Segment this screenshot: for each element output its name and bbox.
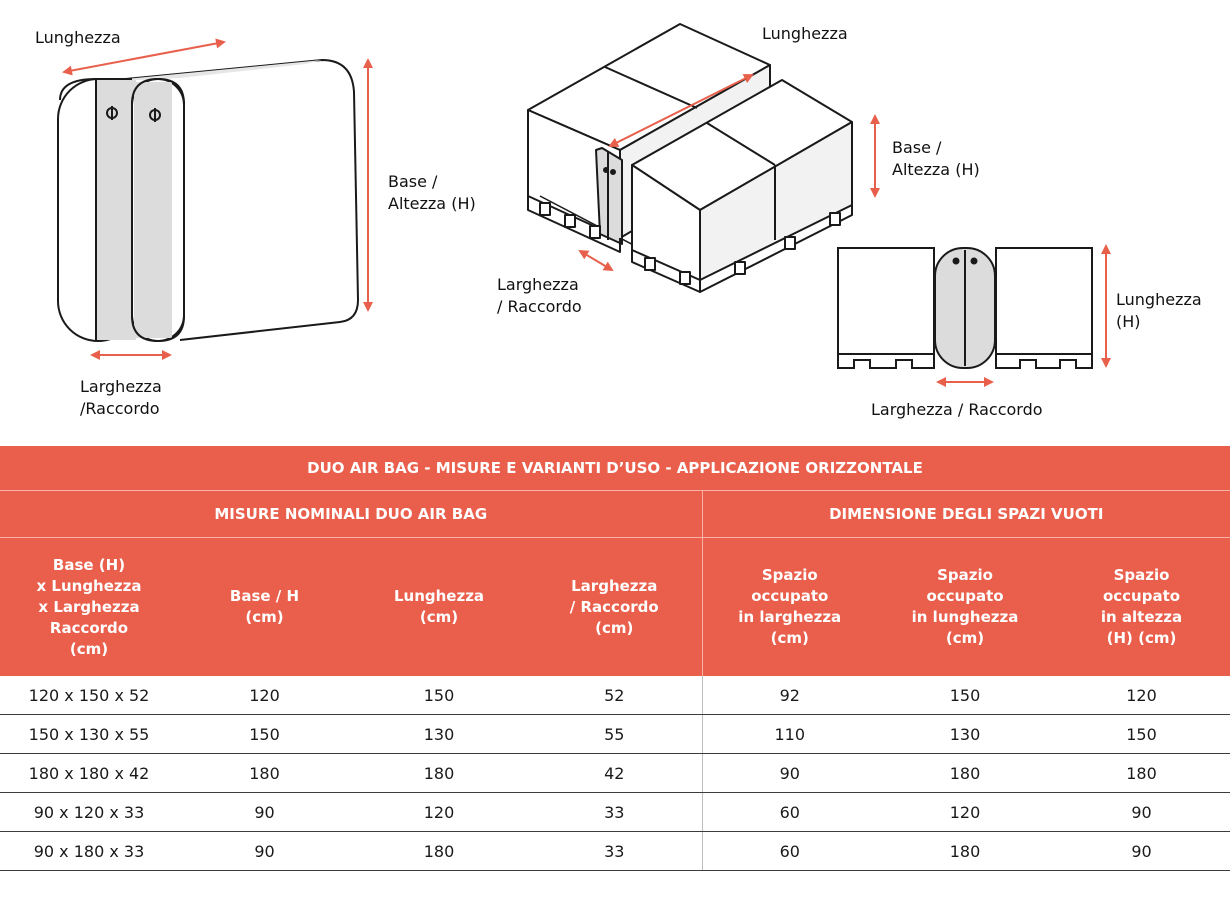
table-cell: 120 <box>1053 676 1230 715</box>
column-header: Lunghezza (cm) <box>351 537 527 676</box>
table-cell: 120 <box>178 676 351 715</box>
table-cell: 120 <box>877 792 1053 832</box>
diagrams-area: Lunghezza Base / Altezza (H) Larghezza /… <box>0 0 1230 440</box>
table-cell: 90 x 120 x 33 <box>0 792 178 832</box>
table-cell: 180 <box>877 831 1053 871</box>
table-cell: 150 <box>877 676 1053 715</box>
column-header: Larghezza / Raccordo (cm) <box>527 537 702 676</box>
table-cell: 90 <box>178 831 351 871</box>
column-header: Spazio occupato in lunghezza (cm) <box>877 537 1053 676</box>
right-label-lunghezza: Lunghezza (H) <box>1116 290 1202 331</box>
left-label-lunghezza: Lunghezza <box>35 28 121 47</box>
group-header-spazi-vuoti: DIMENSIONE DEGLI SPAZI VUOTI <box>701 490 1230 538</box>
middle-label-lunghezza: Lunghezza <box>762 24 848 43</box>
table-row: 150 x 130 x 55 150 130 55 110 130 150 <box>0 714 1230 754</box>
table-cell: 90 <box>1053 831 1230 871</box>
table-row: 90 x 180 x 33 90 180 33 60 180 90 <box>0 831 1230 871</box>
table-cell: 90 <box>178 792 351 832</box>
table-cell: 130 <box>877 714 1053 754</box>
table-cell: 90 <box>1053 792 1230 832</box>
measurements-table: DUO AIR BAG - MISURE E VARIANTI D’USO - … <box>0 446 1230 871</box>
table-cell: 120 x 150 x 52 <box>0 676 178 715</box>
table-cell: 120 <box>351 792 527 832</box>
table-cell: 130 <box>351 714 527 754</box>
group-header-misure-nominali: MISURE NOMINALI DUO AIR BAG <box>0 490 702 538</box>
table-cell: 180 <box>877 753 1053 793</box>
table-row: 90 x 120 x 33 90 120 33 60 120 90 <box>0 792 1230 832</box>
column-header: Base / H (cm) <box>178 537 351 676</box>
middle-arrows <box>578 74 880 272</box>
table-cell: 110 <box>701 714 877 754</box>
table-cell: 180 <box>1053 753 1230 793</box>
left-arrows <box>62 38 373 360</box>
pallets-front-view-diagram <box>837 247 1093 369</box>
table-cell: 180 x 180 x 42 <box>0 753 178 793</box>
table-cell: 90 <box>701 753 877 793</box>
table-cell: 92 <box>701 676 877 715</box>
table-cell: 52 <box>527 676 702 715</box>
table-cell: 55 <box>527 714 702 754</box>
pallets-perspective-diagram <box>527 23 853 293</box>
table-cell: 180 <box>178 753 351 793</box>
middle-label-base-altezza: Base / Altezza (H) <box>892 138 980 179</box>
table-row: 120 x 150 x 52 120 150 52 92 150 120 <box>0 676 1230 715</box>
left-label-larghezza: Larghezza /Raccordo <box>80 377 162 418</box>
table-cell: 150 <box>178 714 351 754</box>
table-cell: 33 <box>527 792 702 832</box>
table-cell: 150 x 130 x 55 <box>0 714 178 754</box>
column-header: Spazio occupato in altezza (H) (cm) <box>1053 537 1230 676</box>
table-cell: 60 <box>701 792 877 832</box>
table-cell: 150 <box>1053 714 1230 754</box>
table-row: 180 x 180 x 42 180 180 42 90 180 180 <box>0 753 1230 793</box>
right-label-larghezza: Larghezza / Raccordo <box>871 400 1043 419</box>
right-arrows <box>936 244 1111 387</box>
table-title: DUO AIR BAG - MISURE E VARIANTI D’USO - … <box>0 446 1230 491</box>
table-cell: 60 <box>701 831 877 871</box>
table-cell: 180 <box>351 831 527 871</box>
product-diagrams <box>57 23 1111 387</box>
table-cell: 90 x 180 x 33 <box>0 831 178 871</box>
table-cell: 180 <box>351 753 527 793</box>
column-header: Spazio occupato in larghezza (cm) <box>701 537 877 676</box>
table-cell: 150 <box>351 676 527 715</box>
table-cell: 42 <box>527 753 702 793</box>
column-header: Base (H) x Lunghezza x Larghezza Raccord… <box>0 537 178 676</box>
left-label-base-altezza: Base / Altezza (H) <box>388 172 476 213</box>
table-cell: 33 <box>527 831 702 871</box>
middle-label-larghezza: Larghezza / Raccordo <box>497 275 582 316</box>
duo-air-bag-perspective-diagram <box>57 58 360 343</box>
